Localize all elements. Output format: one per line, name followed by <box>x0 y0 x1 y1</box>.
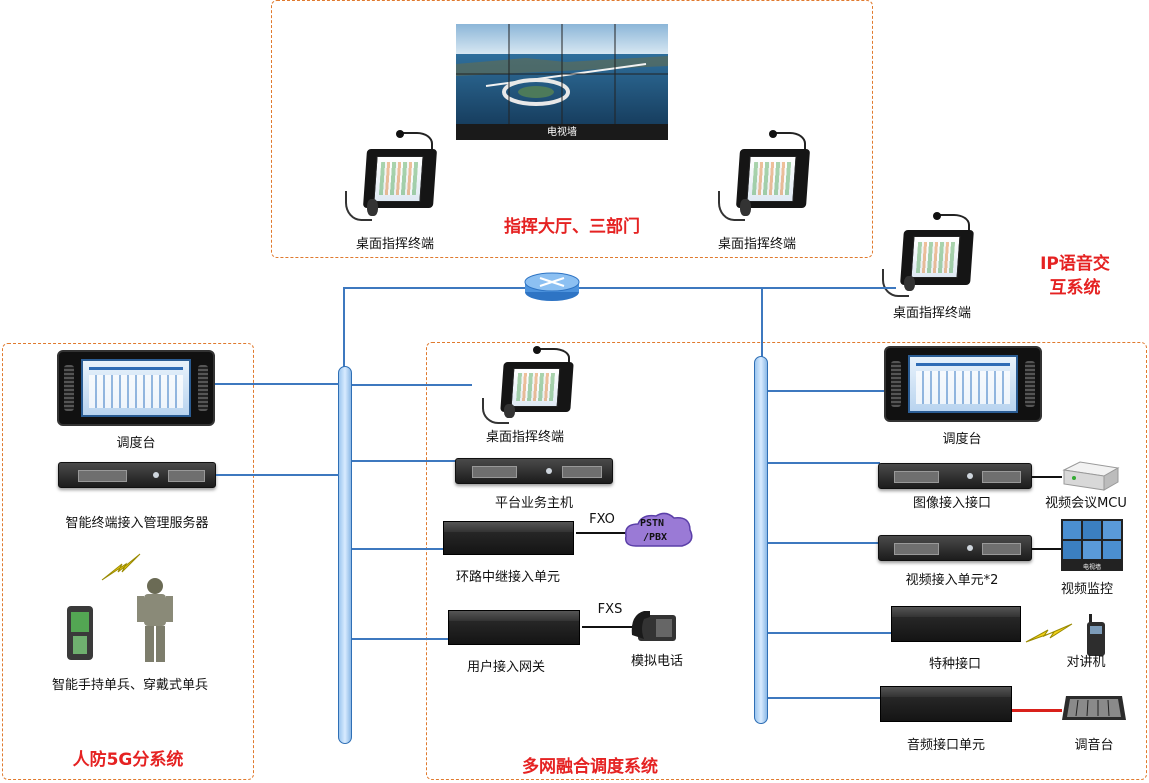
server-link <box>216 474 339 476</box>
terminal-management-server-label: 智能终端接入管理服务器 <box>65 516 209 531</box>
loop-trunk-unit-label: 环路中继接入单元 <box>455 570 561 585</box>
mixer-link <box>1012 709 1062 712</box>
ip-desk-terminal <box>882 211 982 302</box>
platform-business-host-label: 平台业务主机 <box>494 496 574 511</box>
image-access-interface <box>878 463 1032 489</box>
soldiers-label: 智能手持单兵、穿戴式单兵 <box>51 678 209 693</box>
desk-terminal-left-label: 桌面指挥终端 <box>355 237 435 252</box>
video-monitor-screens <box>1063 521 1121 559</box>
wireless-icon <box>101 553 141 581</box>
pstn-label-2: /PBX <box>643 532 668 543</box>
platform-business-host <box>455 458 613 484</box>
audio-unit-link <box>768 697 882 699</box>
pstn-label-1: PSTN <box>640 518 665 529</box>
civil-defense-title: 人防5G分系统 <box>72 750 184 770</box>
desk-terminal-right <box>718 130 818 227</box>
video-conference-mcu-label: 视频会议MCU <box>1045 496 1127 511</box>
ip-desk-terminal-label: 桌面指挥终端 <box>892 306 972 321</box>
router-icon <box>524 272 580 301</box>
terminal-management-server <box>58 462 216 488</box>
user-gateway-link <box>352 638 449 640</box>
command-hall-region <box>271 0 873 258</box>
video-access-unit-label: 视频接入单元*2 <box>905 573 999 588</box>
image-interface-link <box>768 462 880 464</box>
loop-trunk-link <box>352 548 446 550</box>
civil-defense-region <box>2 343 254 780</box>
console-left-link <box>215 383 339 385</box>
analog-phone-icon <box>631 611 676 641</box>
ip-branch-line <box>764 287 896 289</box>
wearable-soldier-icon <box>137 578 173 662</box>
dispatch-console-right-label: 调度台 <box>942 432 982 447</box>
fxs-line <box>582 626 636 628</box>
video-monitor-screen-label: 电视墙 <box>1082 564 1101 571</box>
desk-terminal-left <box>345 130 445 227</box>
platform-host-link <box>352 460 464 462</box>
right-backbone-drop <box>761 287 763 357</box>
right-console-link <box>768 390 884 392</box>
multi-network-title: 多网融合调度系统 <box>522 757 658 777</box>
pstn-cloud-icon <box>624 512 693 547</box>
left-backbone-drop <box>343 287 345 367</box>
special-interface-link <box>768 632 892 634</box>
video-monitor-label: 视频监控 <box>1060 582 1114 597</box>
left-bus-pipe <box>338 366 352 744</box>
dispatch-console-left-label: 调度台 <box>116 436 156 451</box>
fxo-line <box>576 532 634 534</box>
walkie-talkie-icon <box>1087 614 1105 656</box>
desk-terminal-right-label: 桌面指挥终端 <box>717 237 797 252</box>
mid-desk-terminal <box>482 346 582 428</box>
mid-terminal-link <box>352 384 472 386</box>
mid-desk-terminal-label: 桌面指挥终端 <box>485 430 565 445</box>
user-access-gateway <box>448 610 580 645</box>
video-conference-mcu-icon <box>1062 461 1120 491</box>
video-monitor-wall: 电视墙 <box>1061 519 1123 571</box>
wireless-link-icon <box>1025 623 1073 643</box>
video-access-unit <box>878 535 1032 561</box>
video-monitor-link <box>1032 548 1062 550</box>
fxo-label: FXO <box>589 512 615 527</box>
video-wall: 电视墙 <box>456 24 668 140</box>
mcu-link <box>1032 476 1062 478</box>
special-interface <box>891 606 1021 642</box>
handheld-device-icon <box>67 606 93 660</box>
image-access-interface-label: 图像接入接口 <box>912 496 992 511</box>
walkie-talkie-label: 对讲机 <box>1066 655 1106 670</box>
multi-network-region <box>426 342 1147 780</box>
mixer-icon <box>1062 696 1126 720</box>
video-wall-label: 电视墙 <box>547 127 577 138</box>
right-bus-pipe <box>754 356 768 724</box>
audio-interface-unit-label: 音频接口单元 <box>906 738 986 753</box>
analog-phone-label: 模拟电话 <box>630 654 684 669</box>
user-access-gateway-label: 用户接入网关 <box>466 660 546 675</box>
mixer-label: 调音台 <box>1074 738 1114 753</box>
special-interface-label: 特种接口 <box>928 657 982 672</box>
loop-trunk-unit <box>443 521 574 555</box>
ip-voice-title: IP语音交互系统 <box>1040 254 1110 298</box>
command-hall-title: 指挥大厅、三部门 <box>504 217 640 237</box>
video-wall-image <box>456 24 668 124</box>
video-unit-link <box>768 542 880 544</box>
audio-interface-unit <box>880 686 1012 722</box>
dispatch-console-right <box>884 346 1042 422</box>
dispatch-console-left <box>57 350 215 426</box>
fxs-label: FXS <box>597 602 623 617</box>
